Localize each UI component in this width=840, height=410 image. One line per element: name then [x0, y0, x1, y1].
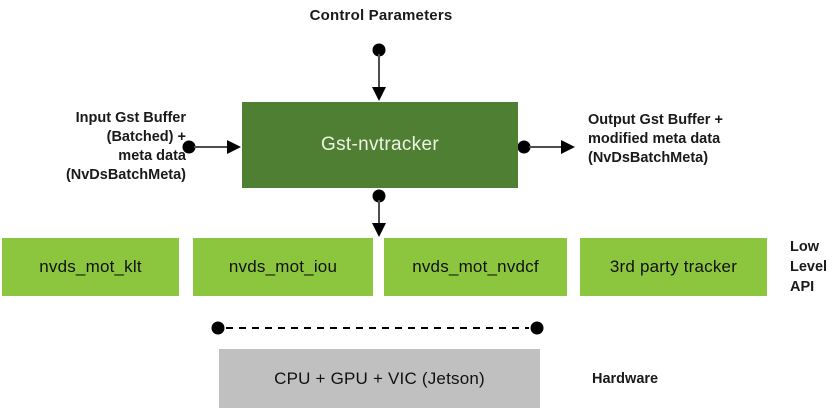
low-level-api-label-line: API — [790, 279, 815, 295]
output-buffer-label: Output Gst Buffer + modified meta data (… — [588, 111, 783, 168]
hardware-box: CPU + GPU + VIC (Jetson) — [219, 349, 540, 408]
third-party-tracker-box: 3rd party tracker — [580, 238, 767, 296]
control-parameters-label: Control Parameters — [309, 7, 453, 24]
input-buffer-label-line: (NvDsBatchMeta) — [65, 167, 186, 183]
low-level-api-arrow — [372, 189, 386, 237]
input-arrow — [182, 140, 241, 154]
control-parameters-arrow — [372, 43, 386, 101]
output-buffer-label-line: modified meta data — [588, 131, 721, 147]
input-buffer-label-line: (Batched) + — [106, 129, 186, 145]
input-buffer-label-line: Input Gst Buffer — [75, 110, 186, 126]
output-buffer-label-line: Output Gst Buffer + — [588, 112, 723, 128]
hardware-boundary-dashed-line — [211, 321, 544, 335]
nvds-mot-nvdcf-box: nvds_mot_nvdcf — [384, 238, 567, 296]
output-arrow — [517, 140, 575, 154]
low-level-api-label-line: Level — [790, 259, 828, 275]
input-buffer-label-line: meta data — [118, 148, 186, 164]
output-buffer-label-line: (NvDsBatchMeta) — [588, 150, 709, 166]
low-level-api-label: Low Level API — [790, 237, 838, 297]
hardware-label: Hardware — [592, 371, 659, 387]
nvds-mot-klt-box: nvds_mot_klt — [2, 238, 179, 296]
input-buffer-label: Input Gst Buffer (Batched) + meta data (… — [28, 109, 186, 185]
gst-nvtracker-box: Gst-nvtracker — [242, 102, 518, 188]
low-level-api-label-line: Low — [790, 239, 819, 255]
nvds-mot-iou-box: nvds_mot_iou — [193, 238, 373, 296]
